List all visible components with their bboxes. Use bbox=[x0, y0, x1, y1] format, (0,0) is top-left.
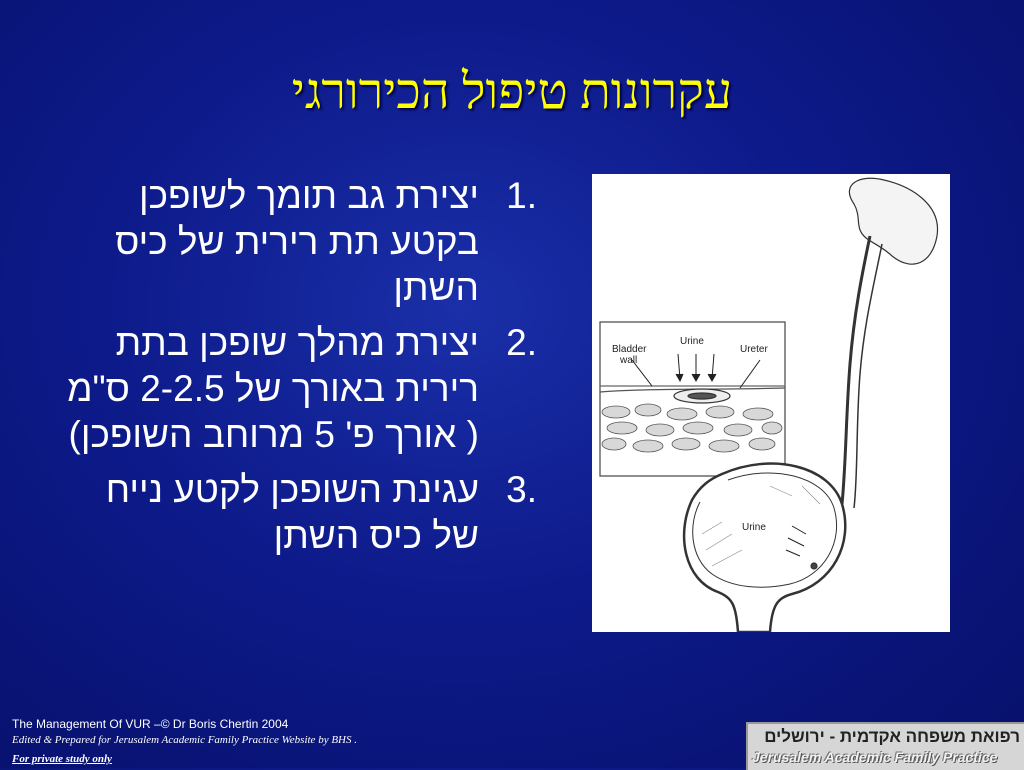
footer-edited: Edited & Prepared for Jerusalem Academic… bbox=[12, 734, 357, 746]
item-text: יצירת מהלך שופכן בתת רירית באורך של 2-2.… bbox=[67, 322, 479, 455]
bullet-list: 1. יצירת גב תומך לשופכן בקטע תת רירית של… bbox=[57, 173, 537, 568]
footer-private: For private study only bbox=[12, 753, 112, 765]
list-item: 3. עגינת השופכן לקטע נייח של כיס השתן bbox=[57, 467, 537, 559]
item-text: עגינת השופכן לקטע נייח של כיס השתן bbox=[105, 469, 479, 556]
urine-bladder-label: Urine bbox=[742, 522, 766, 533]
item-number: 3. bbox=[506, 469, 537, 510]
footer-credits: The Management Of VUR –© Dr Boris Cherti… bbox=[12, 716, 357, 767]
jafp-logo: רפואת משפחה אקדמית - ירושלים Jerusalem A… bbox=[746, 722, 1024, 770]
ureter-label: Ureter bbox=[740, 344, 768, 355]
logo-hebrew: רפואת משפחה אקדמית - ירושלים bbox=[764, 727, 1020, 746]
logo-english: Jerusalem Academic Family Practice bbox=[752, 749, 998, 765]
item-number: 1. bbox=[506, 175, 537, 216]
bladder-shape bbox=[682, 462, 847, 632]
slide-title: עקרונות טיפול הכירורגי bbox=[291, 63, 733, 119]
ureter-tube bbox=[840, 235, 872, 505]
footer-copyright: The Management Of VUR –© Dr Boris Cherti… bbox=[12, 717, 289, 731]
kidney-shape bbox=[848, 177, 939, 265]
urine-top-label: Urine bbox=[680, 336, 704, 347]
item-number: 2. bbox=[506, 322, 537, 363]
list-item: 2. יצירת מהלך שופכן בתת רירית באורך של 2… bbox=[57, 320, 537, 458]
item-text: יצירת גב תומך לשופכן בקטע תת רירית של כי… bbox=[115, 175, 479, 308]
list-item: 1. יצירת גב תומך לשופכן בקטע תת רירית של… bbox=[57, 173, 537, 311]
